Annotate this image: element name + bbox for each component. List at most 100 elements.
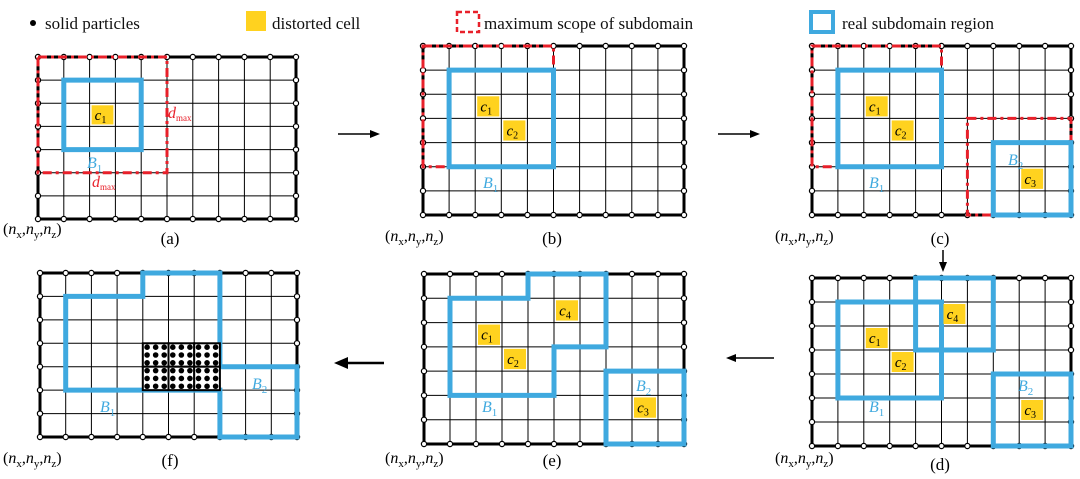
boundary-node: [808, 442, 816, 450]
boundary-node: [472, 270, 480, 278]
cell-label: c2: [507, 124, 519, 142]
max-scope-region: [421, 44, 555, 169]
solid-particle: [195, 344, 202, 350]
solid-particle: [161, 375, 168, 382]
boundary-node: [293, 269, 301, 277]
solid-particle: [178, 375, 185, 382]
boundary-node: [680, 66, 688, 74]
solid-particle: [169, 352, 176, 358]
panel-b-caption: (b): [542, 229, 562, 248]
solid-particle: [204, 360, 210, 366]
cell-label: c4: [559, 303, 571, 321]
cell-label: c3: [1024, 172, 1036, 190]
boundary-node: [680, 163, 688, 170]
boundary-node: [292, 146, 300, 153]
legend-solid-particles: solid particles: [45, 14, 140, 33]
boundary-node: [1067, 346, 1075, 354]
solid-particle: [161, 367, 168, 374]
subdomain-region: [446, 67, 556, 170]
cell-label: c1: [480, 99, 492, 117]
solid-particle: [187, 360, 193, 366]
solid-particle: [195, 383, 202, 390]
boundary-node: [498, 211, 505, 219]
boundary-node: [680, 187, 688, 195]
boundary-node: [680, 115, 688, 122]
boundary-node: [420, 270, 428, 278]
distorted-cell: [634, 397, 656, 418]
boundary-node: [36, 316, 44, 324]
boundary-node: [680, 42, 688, 50]
boundary-node: [808, 346, 816, 354]
solid-particle: [178, 367, 185, 374]
boundary-node: [808, 298, 816, 306]
distorted-cell: [478, 324, 500, 345]
distorted-cell: [503, 120, 526, 141]
boundary-node: [36, 340, 44, 347]
coord-label-b: (nx,ny,nz): [385, 228, 444, 248]
boundary-node: [292, 192, 300, 200]
subdomain-label: B1: [869, 175, 884, 195]
boundary-node: [938, 211, 945, 219]
svg-text:(nx,ny,nz): (nx,ny,nz): [775, 450, 834, 470]
boundary-node: [420, 392, 428, 399]
subdomain-label: B1: [482, 399, 497, 419]
boundary-node: [472, 211, 479, 219]
solid-particle: [178, 383, 185, 390]
boundary-node: [912, 211, 919, 219]
subdomain-region: [835, 299, 944, 401]
subdomain-label: B2: [1008, 152, 1023, 172]
boundary-node: [292, 53, 300, 61]
solid-particle: [152, 367, 159, 374]
boundary-node: [88, 269, 95, 277]
boundary-node: [1016, 274, 1023, 282]
boundary-node: [1067, 322, 1075, 330]
solid-particle: [212, 367, 219, 374]
solid-particle: [144, 344, 150, 350]
boundary-node: [112, 215, 119, 223]
distorted-cell: [477, 96, 500, 117]
boundary-node: [1041, 274, 1049, 282]
solid-particle: [204, 383, 210, 390]
svg-text:(nx,ny,nz): (nx,ny,nz): [775, 228, 834, 248]
panel-c-caption: (c): [931, 229, 950, 248]
solid-particle: [169, 360, 176, 366]
boundary-node: [88, 433, 95, 441]
solid-particle: [195, 360, 202, 366]
boundary-node: [1067, 274, 1075, 282]
boundary-node: [808, 211, 816, 219]
boundary-node: [576, 440, 584, 448]
solid-particle: [195, 352, 202, 358]
boundary-node: [36, 386, 44, 394]
boundary-node: [292, 215, 300, 223]
boundary-node: [292, 76, 300, 84]
boundary-node: [886, 442, 893, 450]
boundary-node: [498, 270, 506, 278]
boundary-node: [113, 269, 121, 277]
legend-maximum-scope: maximum scope of subdomain: [484, 14, 694, 33]
boundary-node: [292, 169, 300, 176]
solid-particle: [144, 375, 150, 382]
boundary-node: [964, 442, 971, 450]
boundary-node: [938, 442, 945, 450]
coord-label-a: (nx,ny,nz): [3, 221, 62, 241]
boundary-node: [834, 274, 842, 282]
boundary-node: [860, 211, 868, 219]
legend-particle-dot-icon: [30, 20, 36, 26]
subdomain-label: B2: [1018, 378, 1033, 398]
distorted-cell: [891, 352, 914, 372]
legend-distorted-cell: distorted cell: [272, 14, 361, 33]
solid-particle: [161, 383, 168, 390]
solid-particle: [144, 367, 150, 374]
cell-label: c1: [481, 328, 493, 346]
distorted-cell: [891, 120, 914, 141]
boundary-node: [267, 53, 274, 61]
solid-particle: [195, 375, 202, 382]
solid-particle: [187, 344, 193, 350]
svg-text:(nx,ny,nz): (nx,ny,nz): [385, 450, 444, 470]
legend: solid particles distorted cell maximum s…: [30, 10, 995, 34]
boundary-node: [680, 211, 688, 219]
